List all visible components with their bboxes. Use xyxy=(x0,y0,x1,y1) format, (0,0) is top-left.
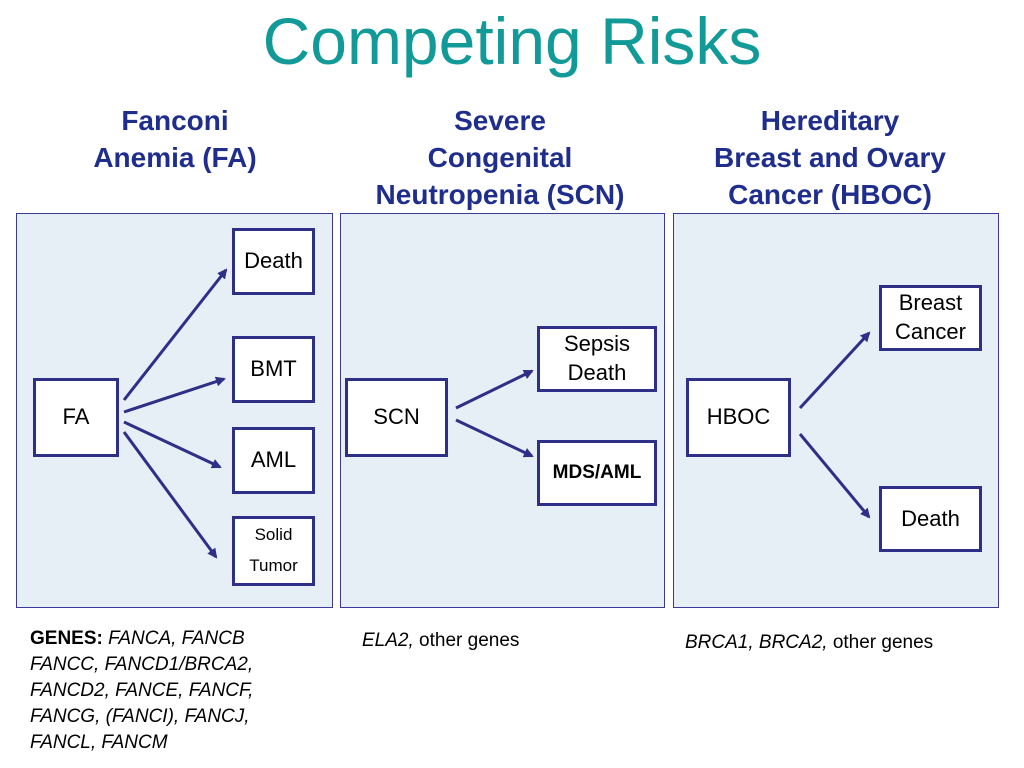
header-line: Congenital xyxy=(427,142,573,173)
genes-list: FANCA, FANCB FANCC, FANCD1/BRCA2, FANCD2… xyxy=(30,628,254,753)
header-line: Breast and Ovary xyxy=(714,142,946,173)
node-mds-aml: MDS/AML xyxy=(537,440,657,506)
genes-scn: ELA2, other genes xyxy=(362,628,652,654)
arrow-hboc-death xyxy=(798,433,871,519)
arrow-fa-aml xyxy=(123,420,222,469)
page-title: Competing Risks xyxy=(262,4,762,78)
genes-other: other genes xyxy=(413,630,520,651)
arrow-fa-death xyxy=(122,268,228,401)
header-line: Fanconi xyxy=(121,105,229,136)
header-line: Neutropenia (SCN) xyxy=(375,179,625,210)
column-header-fa: Fanconi Anemia (FA) xyxy=(30,102,320,176)
node-fa: FA xyxy=(33,378,119,457)
genes-fa: GENES: FANCA, FANCB FANCC, FANCD1/BRCA2,… xyxy=(30,626,310,756)
node-hboc-death: Death xyxy=(879,486,982,552)
node-death: Death xyxy=(232,228,315,295)
node-solid-tumor: Solid Tumor xyxy=(232,516,315,586)
arrow-scn-mds xyxy=(455,418,534,458)
header-line: Cancer (HBOC) xyxy=(728,179,932,210)
genes-list: BRCA1, BRCA2, xyxy=(685,632,828,653)
arrow-scn-sepsis xyxy=(455,369,534,410)
node-aml: AML xyxy=(232,427,315,494)
genes-list: ELA2, xyxy=(362,630,414,651)
arrow-fa-bmt xyxy=(123,376,226,414)
node-hboc: HBOC xyxy=(686,378,791,457)
node-scn: SCN xyxy=(345,378,448,457)
column-header-hboc: Hereditary Breast and Ovary Cancer (HBOC… xyxy=(675,102,985,213)
node-sepsis-death: Sepsis Death xyxy=(537,326,657,392)
genes-label: GENES: xyxy=(30,628,103,649)
arrow-hboc-breast xyxy=(798,331,871,410)
column-header-scn: Severe Congenital Neutropenia (SCN) xyxy=(345,102,655,213)
header-line: Hereditary xyxy=(760,105,900,136)
header-line: Anemia (FA) xyxy=(93,142,257,173)
genes-other: other genes xyxy=(827,632,934,653)
node-breast-cancer: Breast Cancer xyxy=(879,285,982,351)
header-line: Severe xyxy=(454,105,546,136)
arrow-fa-solid-tumor xyxy=(122,431,218,559)
node-bmt: BMT xyxy=(232,336,315,403)
genes-hboc: BRCA1, BRCA2, other genes xyxy=(685,630,955,656)
